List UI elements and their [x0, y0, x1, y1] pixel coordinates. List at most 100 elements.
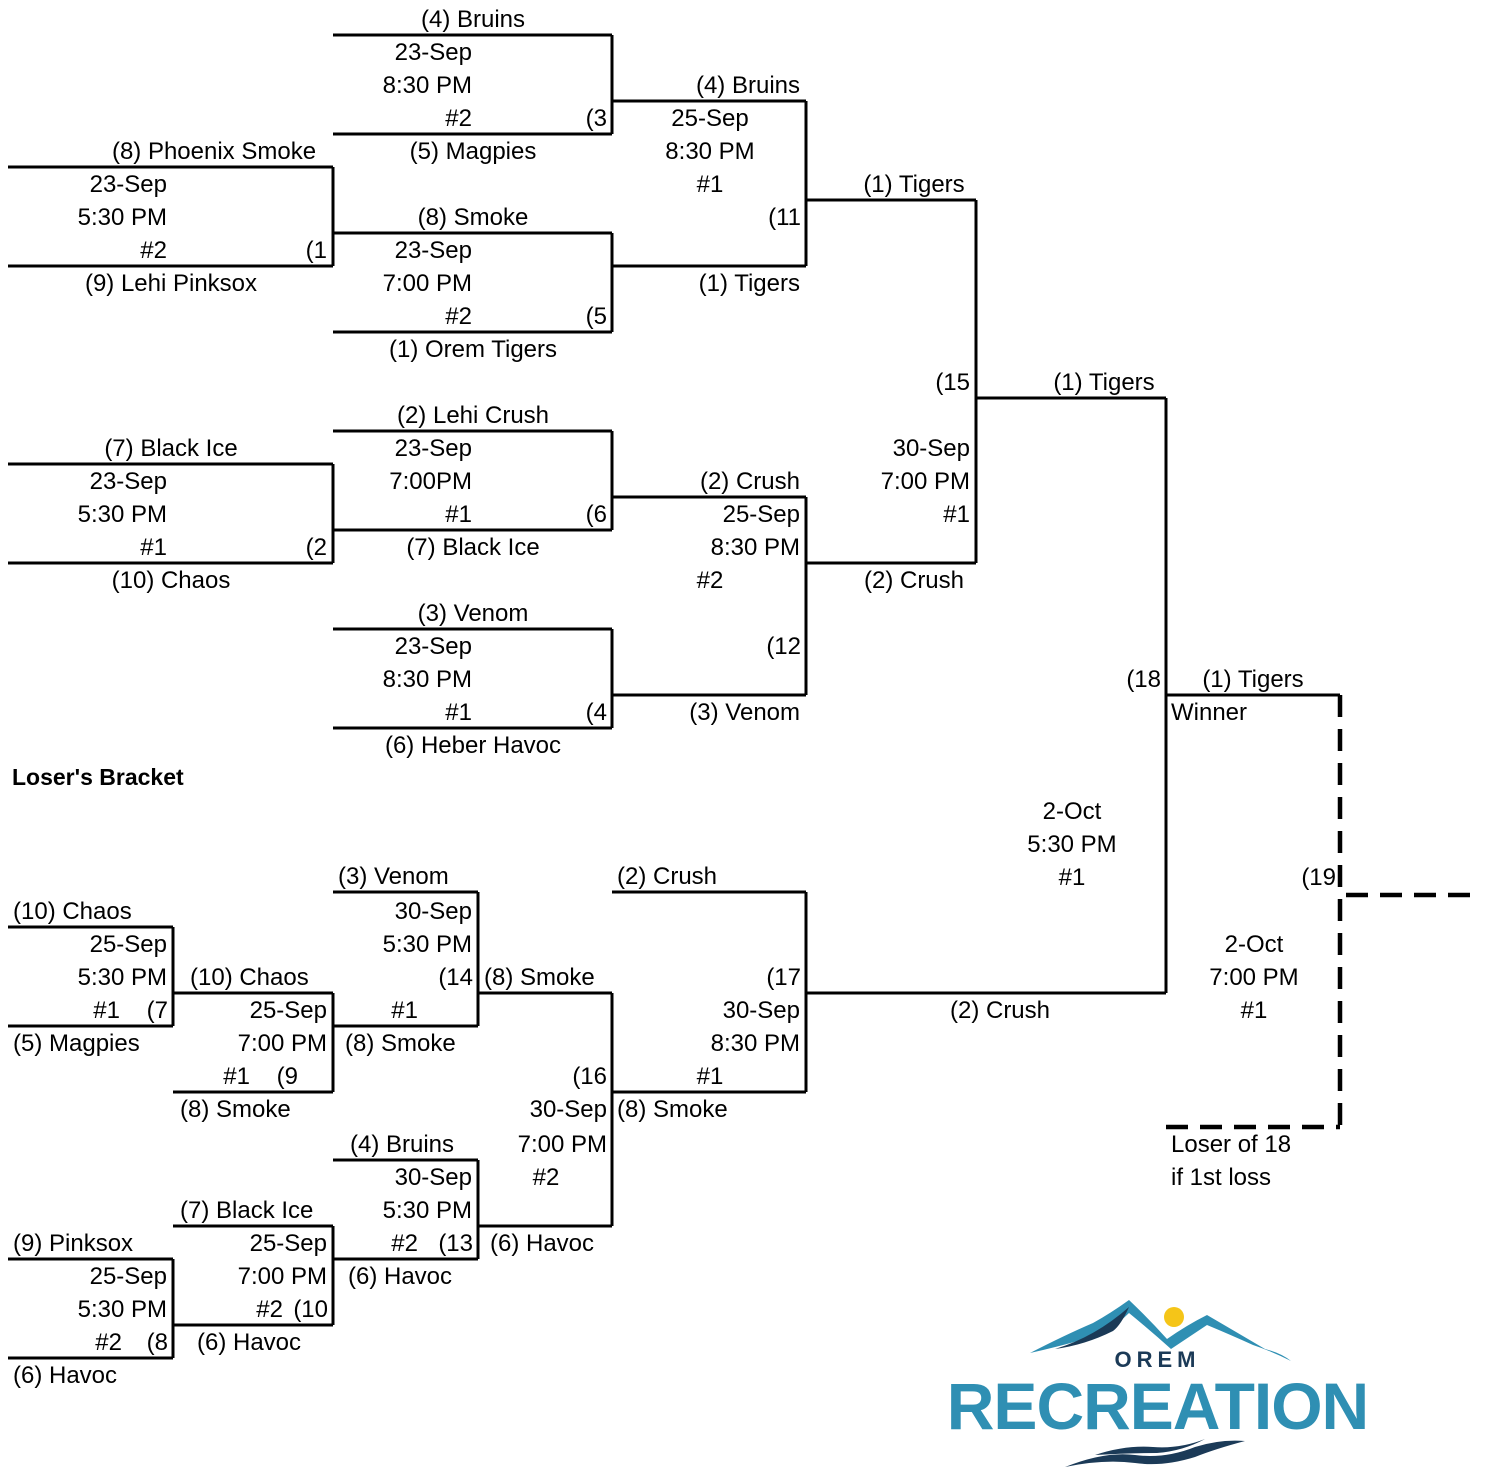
- field-number: #1: [697, 171, 724, 198]
- game-date: 25-Sep: [723, 501, 800, 528]
- field-number: #2: [445, 105, 472, 132]
- team-label: (9) Pinksox: [13, 1230, 133, 1257]
- team-label: (8) Smoke: [418, 204, 529, 231]
- team-label: (3) Venom: [689, 699, 800, 726]
- team-label: (1) Tigers: [863, 171, 964, 198]
- team-label: (5) Magpies: [13, 1030, 140, 1057]
- game-number: (3: [586, 105, 607, 132]
- field-number: #2: [95, 1329, 122, 1356]
- note-label: if 1st loss: [1171, 1164, 1271, 1191]
- logo-orem-text: OREM: [1114, 1347, 1201, 1372]
- game-date: 30-Sep: [530, 1096, 607, 1123]
- game-time: 8:30 PM: [383, 666, 472, 693]
- losers-bracket-labels: Loser's Bracket (10) Chaos 25-Sep 5:30 P…: [12, 764, 1050, 1389]
- team-label: (10) Chaos: [190, 964, 309, 991]
- game-number: (16: [572, 1063, 607, 1090]
- team-label: (7) Black Ice: [104, 435, 237, 462]
- game-date: 23-Sep: [395, 633, 472, 660]
- field-number: #1: [943, 501, 970, 528]
- game-time: 7:00 PM: [518, 1131, 607, 1158]
- game-time: 7:00 PM: [383, 270, 472, 297]
- team-label: (2) Crush: [700, 468, 800, 495]
- game-date: 2-Oct: [1043, 798, 1102, 825]
- field-number: #1: [391, 997, 418, 1024]
- game-date: 30-Sep: [395, 1164, 472, 1191]
- game-time: 5:30 PM: [78, 1296, 167, 1323]
- team-label: (10) Chaos: [13, 898, 132, 925]
- game-time: 5:30 PM: [78, 204, 167, 231]
- logo-recreation-text: RECREATION: [946, 1369, 1369, 1443]
- game-date: 25-Sep: [250, 1230, 327, 1257]
- team-label: (2) Crush: [864, 567, 964, 594]
- field-number: #2: [256, 1296, 283, 1323]
- field-number: #1: [445, 501, 472, 528]
- game-time: 5:30 PM: [383, 931, 472, 958]
- team-label: (7) Black Ice: [406, 534, 539, 561]
- field-number: #2: [533, 1164, 560, 1191]
- game-number: (15: [935, 369, 970, 396]
- game-time: 7:00 PM: [1209, 964, 1298, 991]
- field-number: #1: [1059, 864, 1086, 891]
- losers-bracket-lines: [8, 890, 1166, 1360]
- mountain-sun-icon: [1030, 1300, 1291, 1361]
- team-label: (6) Heber Havoc: [385, 732, 561, 759]
- field-number: #2: [697, 567, 724, 594]
- team-label: (2) Crush: [617, 863, 717, 890]
- game-time: 8:30 PM: [383, 72, 472, 99]
- team-label: (8) Smoke: [345, 1030, 456, 1057]
- team-label: (10) Chaos: [112, 567, 231, 594]
- game-date: 25-Sep: [90, 1263, 167, 1290]
- game-number: (8: [147, 1329, 168, 1356]
- game-number: (17: [766, 964, 801, 991]
- orem-recreation-logo: OREM RECREATION: [935, 1295, 1380, 1470]
- team-label: (1) Orem Tigers: [389, 336, 557, 363]
- game-number: (5: [586, 303, 607, 330]
- game-time: 5:30 PM: [78, 964, 167, 991]
- field-number: #1: [1241, 997, 1268, 1024]
- game-time: 8:30 PM: [665, 138, 754, 165]
- game-number: (18: [1126, 666, 1161, 693]
- team-label: (3) Venom: [418, 600, 529, 627]
- game-date: 23-Sep: [395, 237, 472, 264]
- winners-bracket-labels: (4) Bruins 23-Sep 8:30 PM #2 (3 (5) Magp…: [78, 6, 1155, 759]
- game-date: 25-Sep: [671, 105, 748, 132]
- field-number: #1: [445, 699, 472, 726]
- field-number: #1: [223, 1063, 250, 1090]
- team-label: (2) Lehi Crush: [397, 402, 549, 429]
- note-label: Loser of 18: [1171, 1131, 1291, 1158]
- game-number: (7: [147, 997, 168, 1024]
- game-number: (1: [306, 237, 327, 264]
- winners-bracket-lines: [8, 33, 1340, 993]
- game-time: 8:30 PM: [711, 534, 800, 561]
- game-number: (4: [586, 699, 607, 726]
- team-label: (4) Bruins: [696, 72, 800, 99]
- team-label: (7) Black Ice: [180, 1197, 313, 1224]
- field-number: #2: [140, 237, 167, 264]
- team-label: (3) Venom: [338, 863, 449, 890]
- team-label: (1) Tigers: [1053, 369, 1154, 396]
- team-label: (8) Smoke: [180, 1096, 291, 1123]
- game-time: 8:30 PM: [711, 1030, 800, 1057]
- game-time: 5:30 PM: [78, 501, 167, 528]
- game-time: 7:00 PM: [238, 1263, 327, 1290]
- game-number: (9: [277, 1063, 298, 1090]
- team-label: (4) Bruins: [350, 1131, 454, 1158]
- game-date: 30-Sep: [723, 997, 800, 1024]
- team-label: (6) Havoc: [490, 1230, 594, 1257]
- team-label: (5) Magpies: [410, 138, 537, 165]
- team-label: (6) Havoc: [348, 1263, 452, 1290]
- wave-icon: [1065, 1439, 1245, 1467]
- game-number: (10: [293, 1296, 328, 1323]
- team-label: (1) Tigers: [699, 270, 800, 297]
- game-date: 30-Sep: [395, 898, 472, 925]
- game-date: 25-Sep: [250, 997, 327, 1024]
- field-number: #2: [391, 1230, 418, 1257]
- team-label: (8) Smoke: [484, 964, 595, 991]
- game-time: 7:00 PM: [881, 468, 970, 495]
- game-date: 23-Sep: [395, 39, 472, 66]
- losers-bracket-heading: Loser's Bracket: [12, 764, 184, 790]
- game-number: (12: [766, 633, 801, 660]
- team-label: (8) Phoenix Smoke: [112, 138, 316, 165]
- game-date: 30-Sep: [893, 435, 970, 462]
